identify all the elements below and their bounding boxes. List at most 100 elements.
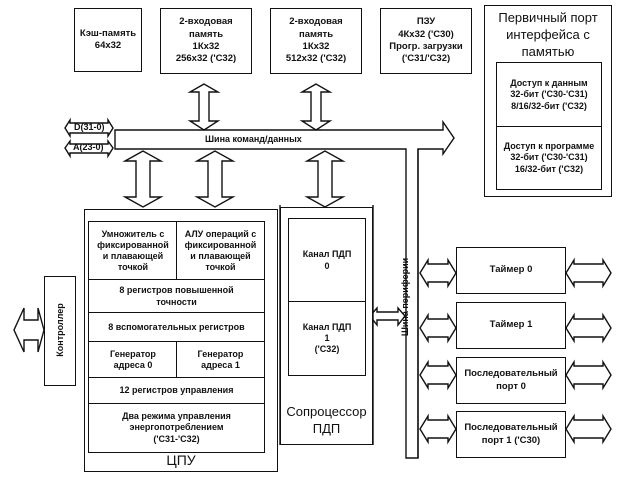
ram0-line-3: 1Кх32 <box>192 41 220 52</box>
dma-channel-1-line-2: 1 <box>324 332 330 343</box>
ram0-line-1: 2-входовая <box>179 16 233 28</box>
ram1-line-4: 512x32 ('C32) <box>285 53 347 65</box>
serial0-right-arrow <box>565 359 612 391</box>
multiplier-line-4: точкой <box>117 262 149 273</box>
multiplier-line-3: и плавающей <box>102 251 164 261</box>
controller-external-arrow <box>13 307 45 353</box>
addr-gen-0-line-2: адреса 0 <box>113 360 153 370</box>
alu-line-3: и плавающей <box>190 251 251 261</box>
control-registers-cell: 12 регистров управления <box>88 377 265 405</box>
serial-port-0-line-1: Последовательный <box>464 368 558 380</box>
timer-0-label: Таймер 0 <box>489 264 533 276</box>
multiplier-line-1: Умножитель с <box>101 228 165 239</box>
dma-title-line-2: ПДП <box>312 421 341 437</box>
alu-cell: АЛУ операций с фиксированной и плавающей… <box>176 221 265 281</box>
primary-port-title: Первичный порт интерфейса с памятью <box>498 10 597 61</box>
serial-port-1-block: Последовательный порт 1 ('C30) <box>456 411 566 458</box>
dma-channel-1-line-3: ('C32) <box>314 344 340 355</box>
rom-line-3: Прогр. загрузки <box>389 41 463 52</box>
addr-gen-0-line-1: Генератор <box>110 348 156 359</box>
timer1-right-arrow <box>565 312 612 344</box>
data-access-cell: Доступ к данным 32-бит ('C30-'C31) 8/16/… <box>496 62 602 128</box>
alu-line-1: АЛУ операций с <box>184 228 257 239</box>
timer1-left-arrow <box>419 312 457 344</box>
controller-block <box>44 276 76 386</box>
dma-channel-1-cell: Канал ПДП 1 ('C32) <box>288 301 366 376</box>
serial0-left-arrow <box>419 359 457 391</box>
address-signal-label: A(23-0) <box>73 142 104 152</box>
aux-registers-label: 8 вспомогательных регистров <box>108 321 245 332</box>
ram1-bus-arrow <box>299 83 333 131</box>
addr-gen-1-line-2: адреса 1 <box>201 360 240 370</box>
controller-label: Контроллер <box>55 303 65 357</box>
power-modes-line-2: энергопотреблением <box>129 422 224 433</box>
ram0-bus-arrow <box>187 83 221 131</box>
rom-line-1: ПЗУ <box>416 16 436 28</box>
instruction-data-bus <box>114 119 455 459</box>
control-registers-label: 12 регистров управления <box>119 385 234 396</box>
serial-port-1-line-1: Последовательный <box>464 422 558 434</box>
program-access-line-2: 32-бит ('C30-'C31) <box>510 152 588 163</box>
cpu-title: ЦПУ <box>166 451 196 468</box>
dma-title: Сопроцессор ПДП <box>286 404 366 438</box>
peripheral-bus-label: Шина периферии <box>400 257 410 337</box>
program-access-cell: Доступ к программе 32-бит ('C30-'C31) 16… <box>496 126 602 190</box>
bus-label: Шина команд/данных <box>205 134 302 144</box>
dma-bus-arrow <box>304 150 346 208</box>
ext-registers-line-2: точности <box>156 296 197 307</box>
multiplier-line-2: фиксированной <box>97 239 169 250</box>
primary-port-title-3: памятью <box>521 43 575 59</box>
multiplier-cell: Умножитель с фиксированной и плавающей т… <box>88 221 178 281</box>
cache-line-1: Кэш-память <box>79 27 137 39</box>
serial-port-0-line-2: порт 0 <box>496 380 526 392</box>
dual-port-ram-1-block: 2-входовая память 1Кх32 512x32 ('C32) <box>270 8 362 74</box>
rom-line-4: ('C31/'C32) <box>401 53 451 65</box>
data-signal-arrow <box>64 117 114 139</box>
serial1-left-arrow <box>419 413 457 445</box>
timer0-left-arrow <box>419 257 457 289</box>
dma-channel-0-line-2: 0 <box>324 260 330 271</box>
timer-1-label: Таймер 1 <box>489 319 533 331</box>
power-modes-cell: Два режима управления энергопотреблением… <box>88 403 265 453</box>
dual-port-ram-0-block: 2-входовая память 1Кх32 256x32 ('C32) <box>160 8 252 74</box>
ext-precision-registers-cell: 8 регистров повышенной точности <box>88 279 265 314</box>
ram1-line-1: 2-входовая <box>289 16 343 28</box>
data-signal-label: D(31-0) <box>74 122 105 132</box>
alu-line-2: фиксированной <box>184 239 257 250</box>
cache-line-2: 64x32 <box>94 40 122 51</box>
address-generator-1-cell: Генератор адреса 1 <box>176 341 265 379</box>
address-generator-0-cell: Генератор адреса 0 <box>88 341 178 379</box>
power-modes-line-1: Два режима управления <box>122 411 231 422</box>
ram1-line-2: память <box>298 28 334 40</box>
serial1-right-arrow <box>565 413 612 445</box>
address-signal-arrow <box>64 138 114 159</box>
timer-1-block: Таймер 1 <box>456 302 566 349</box>
power-modes-line-3: ('C31-'C32) <box>153 433 200 444</box>
ram1-line-3: 1Кх32 <box>302 41 330 52</box>
cpu-bus-arrow-1 <box>122 150 164 208</box>
timer0-right-arrow <box>565 257 612 289</box>
cache-memory-block: Кэш-память 64x32 <box>74 8 142 72</box>
dma-title-line-1: Сопроцессор <box>286 404 367 420</box>
cpu-bus-arrow-2 <box>194 150 236 208</box>
ram0-line-4: 256x32 ('C32) <box>175 53 237 65</box>
dma-periph-arrow <box>369 306 406 328</box>
dma-channel-0-cell: Канал ПДП 0 <box>288 218 366 303</box>
rom-block: ПЗУ 4Кх32 ('C30) Прогр. загрузки ('C31/'… <box>380 8 472 74</box>
dma-channel-0-line-1: Канал ПДП <box>302 249 352 260</box>
dma-channel-1-line-1: Канал ПДП <box>302 321 352 332</box>
primary-port-title-2: интерфейса с <box>506 26 590 42</box>
serial-port-0-block: Последовательный порт 0 <box>456 357 566 404</box>
timer-0-block: Таймер 0 <box>456 247 566 294</box>
primary-port-title-1: Первичный порт <box>498 10 598 25</box>
aux-registers-cell: 8 вспомогательных регистров <box>88 312 265 343</box>
program-access-line-1: Доступ к программе <box>503 141 595 152</box>
ext-registers-line-1: 8 регистров повышенной <box>119 285 234 296</box>
data-access-line-2: 32-бит ('C30-'C31) <box>510 89 588 100</box>
data-access-line-1: Доступ к данным <box>510 78 588 89</box>
alu-line-4: точкой <box>205 262 236 273</box>
program-access-line-3: 16/32-бит ('C32) <box>514 163 584 174</box>
serial-port-1-line-2: порт 1 ('C30) <box>481 434 541 446</box>
data-access-line-3: 8/16/32-бит ('C32) <box>511 100 587 111</box>
ram0-line-2: память <box>188 28 224 40</box>
